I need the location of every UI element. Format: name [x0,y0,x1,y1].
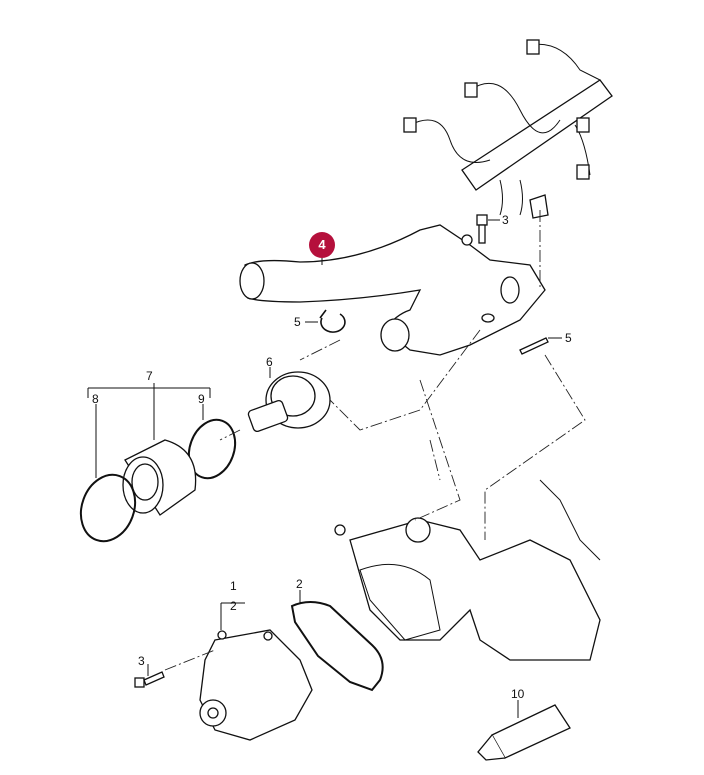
water-pump-part-1[interactable] [199,629,313,741]
callout-1[interactable]: 1 [230,579,237,593]
callout-3-bottom[interactable]: 3 [138,654,145,668]
callout-9[interactable]: 9 [198,392,205,406]
thermostat-housing-part-7[interactable] [122,439,197,516]
fuel-rail [403,39,613,219]
bolt-part-3-top[interactable] [476,214,488,244]
sealant-tube-part-10[interactable] [477,704,571,761]
callout-badge-4[interactable]: 4 [309,232,335,258]
thermostat-part-6[interactable] [247,371,331,433]
callout-7[interactable]: 7 [146,369,153,383]
callout-10[interactable]: 10 [511,687,525,701]
callout-3-top[interactable]: 3 [502,213,509,227]
callout-5-clamp[interactable]: 5 [294,315,301,329]
engine-block [334,479,601,661]
assembly-lines [164,210,586,671]
coolant-pipe-part-4[interactable] [239,224,546,356]
gasket-part-2[interactable] [290,601,384,692]
callout-5-pin[interactable]: 5 [565,331,572,345]
callout-2-gasket[interactable]: 2 [296,577,303,591]
callout-8[interactable]: 8 [92,392,99,406]
seal-ring-part-8[interactable] [72,467,144,549]
bolt-part-3-bottom[interactable] [134,671,165,688]
seal-ring-part-9[interactable] [181,413,243,484]
leader-lines [87,219,562,718]
clamp-part-5[interactable] [319,309,346,333]
callout-2-pump[interactable]: 2 [230,599,237,613]
callout-6[interactable]: 6 [266,355,273,369]
pin-part-5[interactable] [519,337,549,355]
